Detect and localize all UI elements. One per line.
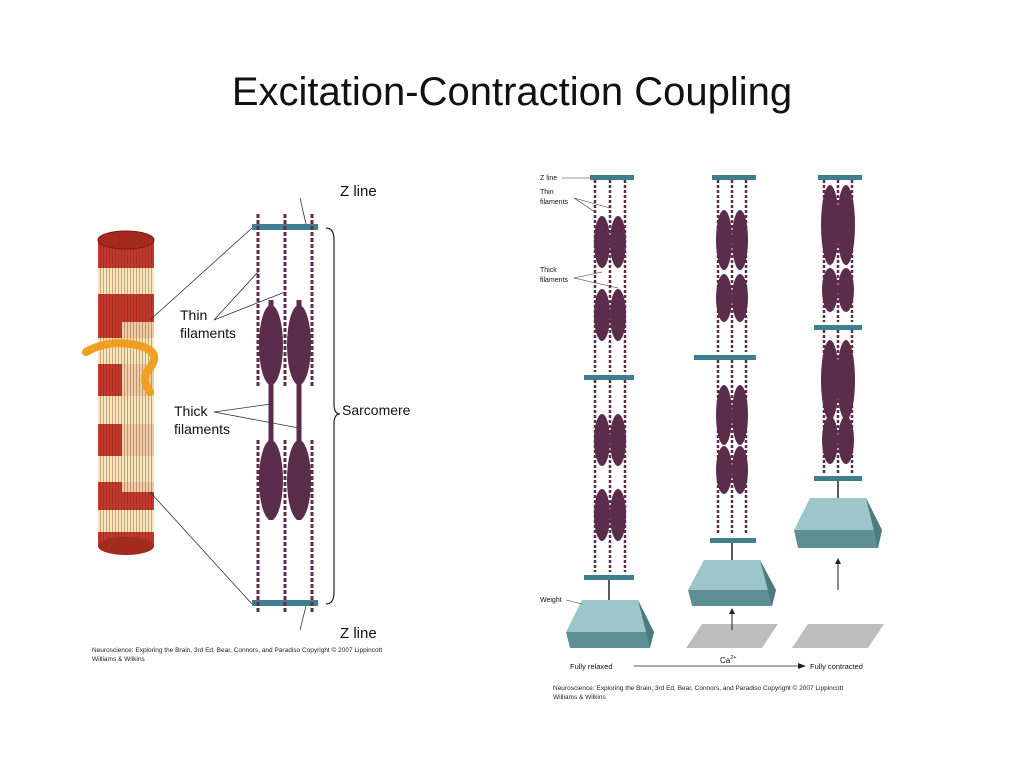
right-thin-filaments-label-line2: filaments	[540, 199, 569, 206]
sarcomere-label: Sarcomere	[342, 402, 411, 418]
slide-title: Excitation-Contraction Coupling	[231, 70, 793, 114]
weight-shadow-intermediate	[686, 624, 778, 648]
weight-label: Weight	[540, 597, 562, 604]
sarcomere-relaxed	[566, 175, 654, 648]
right-figure-credit: Neuroscience: Exploring the Brain, 3rd E…	[553, 684, 843, 702]
sarcomere-intermediate	[686, 175, 778, 648]
thick-filaments-label-line2: filaments	[174, 421, 230, 437]
fully-relaxed-label: Fully relaxed	[570, 662, 613, 671]
fully-contracted-label: Fully contracted	[810, 662, 863, 671]
right-thick-filaments-label-line1: Thick	[540, 267, 557, 274]
sarcomere-contracted	[792, 175, 884, 648]
thin-filaments-label-line2: filaments	[180, 325, 236, 341]
right-thin-filaments-label-line1: Thin	[540, 189, 554, 196]
weight-intermediate	[688, 560, 776, 606]
sarcomere-diagram	[252, 214, 318, 612]
left-credit-line2: Williams & Wilkins	[92, 656, 145, 663]
thin-filaments-label-line1: Thin	[180, 307, 207, 323]
muscle-fiber	[97, 230, 155, 555]
nerve-fiber	[82, 339, 159, 396]
z-line-top-label: Z line	[340, 183, 377, 200]
z-line-bottom-label: Z line	[340, 625, 377, 642]
right-credit-line1: Neuroscience: Exploring the Brain, 3rd E…	[553, 685, 844, 692]
right-thick-filaments-label-line2: filaments	[540, 277, 569, 284]
thick-filaments-label-line1: Thick	[174, 403, 208, 419]
weight-contracted	[794, 498, 882, 548]
right-z-line-label: Z line	[540, 175, 557, 182]
weight-shadow-contracted	[792, 624, 884, 648]
right-credit-line2: Williams & Wilkins	[553, 694, 606, 701]
left-figure-credit: Neuroscience: Exploring the Brain, 3rd E…	[92, 646, 382, 664]
weight-relaxed	[566, 600, 654, 648]
left-credit-line1: Neuroscience: Exploring the Brain, 3rd E…	[92, 647, 383, 654]
calcium-label: Ca2+	[720, 655, 737, 665]
